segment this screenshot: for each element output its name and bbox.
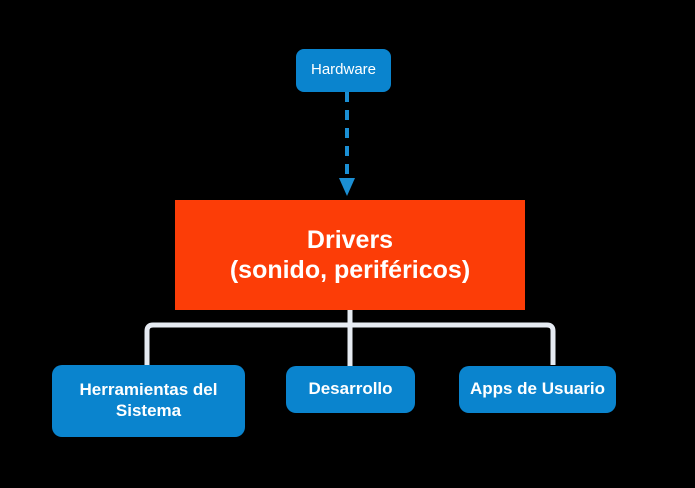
node-herramientas-label: Herramientas del Sistema [80, 380, 218, 421]
node-herramientas-line2: Sistema [115, 401, 182, 420]
node-herramientas-line1: Herramientas del [79, 380, 218, 400]
node-apps-label: Apps de Usuario [469, 379, 606, 399]
node-hardware-label: Hardware [310, 61, 377, 79]
node-herramientas-del-sistema[interactable]: Herramientas del Sistema [52, 365, 245, 437]
node-drivers[interactable]: Drivers (sonido, periféricos) [175, 200, 525, 310]
node-drivers-label: Drivers (sonido, periféricos) [220, 225, 480, 286]
node-apps-de-usuario[interactable]: Apps de Usuario [459, 366, 616, 413]
node-hardware[interactable]: Hardware [296, 49, 391, 92]
node-drivers-line1: Drivers [306, 225, 394, 254]
node-desarrollo-label: Desarrollo [308, 379, 393, 399]
node-drivers-line2: (sonido, periféricos) [229, 256, 471, 284]
node-desarrollo[interactable]: Desarrollo [286, 366, 415, 413]
arrowhead-icon [339, 178, 355, 196]
connector-branch-bar [144, 322, 556, 365]
